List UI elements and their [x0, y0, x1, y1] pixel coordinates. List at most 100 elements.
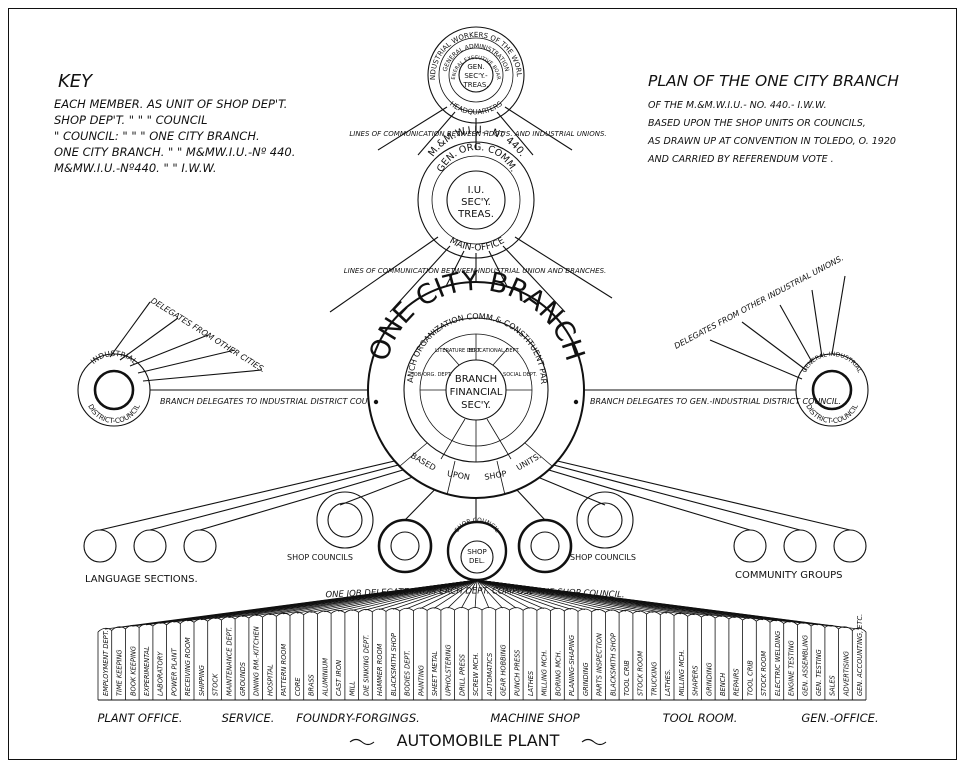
shop-council-circles	[316, 491, 634, 574]
shop-council	[576, 491, 634, 549]
hq-center-line: SEC'Y.-	[464, 72, 488, 80]
community-group-circle	[783, 529, 817, 563]
department-group-label: PLANT OFFICE.	[97, 711, 182, 725]
department-cap	[577, 608, 592, 613]
main-office-center-line: I.U.	[468, 185, 485, 196]
branch-center-line: SEC'Y.	[461, 400, 491, 411]
left-branch-delegates-label: BRANCH DELEGATES TO INDUSTRIAL DISTRICT …	[160, 397, 389, 406]
language-section-circle	[83, 529, 117, 563]
department-group-label: MACHINE SHOP	[490, 711, 579, 725]
department-label: SALES	[829, 675, 837, 696]
delegate-link	[461, 579, 478, 609]
department-cap	[413, 607, 428, 612]
delegate-link	[433, 579, 478, 609]
community-group-circles	[733, 529, 867, 563]
department-cap	[769, 619, 784, 624]
delegate-link	[365, 579, 478, 611]
department-group-label: GEN.-OFFICE.	[801, 711, 878, 725]
department-cap	[468, 607, 483, 611]
department-label: SHIPPING	[198, 665, 206, 696]
department-cap	[207, 617, 222, 622]
department-label: BODIES DEPT.	[404, 650, 412, 696]
department-label: TOOL CRIB	[746, 660, 754, 696]
department-label: MILLING MCH.	[678, 650, 686, 696]
delegate-link	[474, 579, 478, 609]
department-cap	[522, 607, 538, 611]
department-cap	[330, 610, 346, 614]
department-label: GEN. ASSEMBLING	[801, 635, 809, 696]
department-label: BLACKSMITH SHOP	[609, 633, 617, 696]
delegate-link	[476, 579, 517, 609]
department-cap	[138, 623, 154, 628]
delegate-link	[392, 579, 478, 610]
left-delegate-lines	[109, 301, 263, 382]
hq-communication-label: LINES OF COMMUNICATION BETWEEN HDQT'S. A…	[349, 130, 606, 138]
department-label: BRASS	[308, 674, 316, 696]
delegate-link	[476, 579, 544, 609]
shop-council-center-line: DEL.	[469, 557, 485, 565]
branch-dept: JOB-ORG. DEPT.	[411, 372, 452, 378]
delegate-link	[476, 579, 490, 609]
right-district-council-circle: GENERAL-INDUSTRIAL DISTRICT-COUNCIL	[795, 351, 869, 427]
delegate-link	[476, 579, 531, 609]
right-branch-delegates-label: BRANCH DELEGATES TO GEN.-INDUSTRIAL DIST…	[590, 397, 841, 406]
department-label: SHAPERS	[692, 665, 700, 696]
department-label: AUTOMATICS	[486, 653, 494, 697]
language-section-circle	[133, 529, 167, 563]
delegate-link	[476, 579, 860, 630]
department-group-label: FOUNDRY-FORGINGS.	[296, 711, 420, 725]
main-office-middle-text: GEN. ORG. COMM.	[435, 142, 519, 174]
branch-to-units-lines	[99, 454, 851, 531]
department-label: BOOK KEEPING	[129, 646, 137, 696]
left-delegates-label: DELEGATES FROM OTHER CITIES.	[149, 296, 267, 374]
department-label: GEN. TESTING	[815, 649, 823, 696]
department-group-label: SERVICE.	[222, 711, 275, 725]
department-cap	[221, 616, 236, 621]
delegate-link	[351, 579, 478, 611]
department-label: GRINDING	[582, 662, 590, 696]
delegate-link	[406, 579, 478, 610]
delegate-link	[476, 579, 503, 609]
department-cap	[125, 624, 140, 630]
branch-base-word: UPON	[446, 469, 470, 482]
department-cap	[193, 618, 208, 623]
department-cap	[454, 607, 469, 611]
department-label: PAINTING	[417, 665, 425, 696]
shop-council-center-line: SHOP	[467, 548, 486, 556]
branch-center-line: FINANCIAL	[450, 387, 503, 398]
department-label: PLANING-SHAPING	[568, 635, 576, 696]
branch-dept: SOCIAL DEPT.	[503, 372, 537, 378]
plan-line: AS DRAWN UP AT CONVENTION IN TOLEDO, O. …	[647, 136, 896, 147]
department-label: PUNCH PRESS	[513, 650, 521, 696]
department-label: MILL	[349, 681, 357, 696]
department-label: GRINDING	[705, 662, 713, 696]
department-label: REPAIRS	[733, 668, 741, 696]
department-label: TIME KEEPING	[116, 649, 124, 696]
delegate-link	[378, 579, 478, 610]
department-label: DINING RM.-KITCHEN	[253, 626, 261, 696]
department-label: DIE SINKING DEPT.	[362, 635, 370, 696]
department-label: ELECTRIC WELDING	[774, 631, 782, 696]
hq-center-line: TREAS.	[462, 81, 488, 89]
left-district-council-circle: INDUSTRIAL DISTRICT-COUNCIL	[77, 349, 151, 427]
main-office-bottom-text: MAIN-OFFICE	[448, 236, 507, 254]
department-cap	[591, 609, 606, 613]
union-communication-label: LINES OF COMMUNICATION BETWEEN INDUSTRIA…	[344, 267, 607, 275]
department-cap	[838, 626, 853, 631]
department-cap	[97, 627, 112, 633]
plan-line: OF THE M.&M.W.I.U.- NO. 440.- I.W.W.	[648, 100, 827, 111]
shop-councils-label: SHOP COUNCILS	[570, 553, 636, 562]
department-cap	[564, 608, 579, 612]
department-label: CAST IRON	[335, 660, 343, 696]
key-line: EACH MEMBER. AS UNIT OF SHOP DEP'T.	[54, 97, 287, 111]
department-cap	[426, 607, 442, 611]
department-label: STOCK ROOM	[637, 651, 645, 696]
department-label: TOOL CRIB	[623, 660, 631, 696]
department-cap	[344, 609, 359, 614]
plan-line: BASED UPON THE SHOP UNITS OR COUNCILS,	[648, 118, 866, 129]
delegate-link	[476, 579, 586, 610]
department-cap	[824, 624, 839, 630]
